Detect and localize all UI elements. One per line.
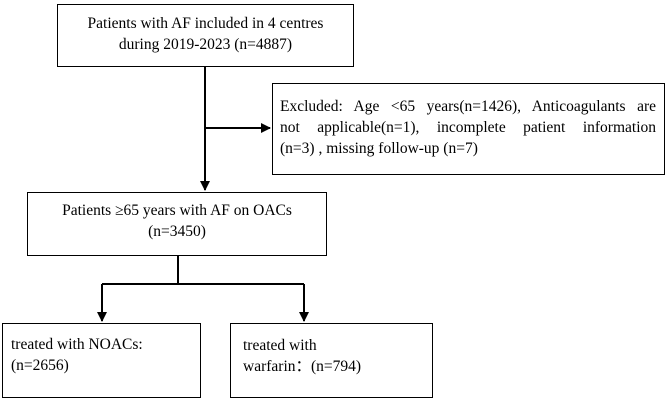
excluded-line-1: Excluded: Age <65 years(n=1426), Anticoa… <box>280 98 656 115</box>
warfarin-group-box: treated with warfarin：(n=794) <box>230 323 433 398</box>
eligible-patients-box: Patients ≥65 years with AF on OACs (n=34… <box>27 192 327 256</box>
warfarin-line-2: warfarin：(n=794) <box>243 358 362 375</box>
noacs-line-1: treated with NOACs: <box>11 336 143 353</box>
included-patients-line-1: Patients with AF included in 4 centres <box>87 15 324 32</box>
noacs-line-2: (n=2656) <box>11 357 69 374</box>
included-patients-line-2: during 2019-2023 (n=4887) <box>118 36 293 53</box>
warfarin-line-1: treated with <box>243 337 317 354</box>
excluded-box: Excluded: Age <65 years(n=1426), Anticoa… <box>272 83 665 175</box>
noacs-group-box: treated with NOACs: (n=2656) <box>2 323 201 398</box>
eligible-patients-line-2: (n=3450) <box>148 223 206 240</box>
included-patients-box: Patients with AF included in 4 centres d… <box>57 4 354 67</box>
excluded-line-3: (n=3) , missing follow-up (n=7) <box>280 140 478 157</box>
excluded-line-2: not applicable(n=1), incomplete patient … <box>280 119 656 136</box>
eligible-patients-line-1: Patients ≥65 years with AF on OACs <box>62 202 292 219</box>
